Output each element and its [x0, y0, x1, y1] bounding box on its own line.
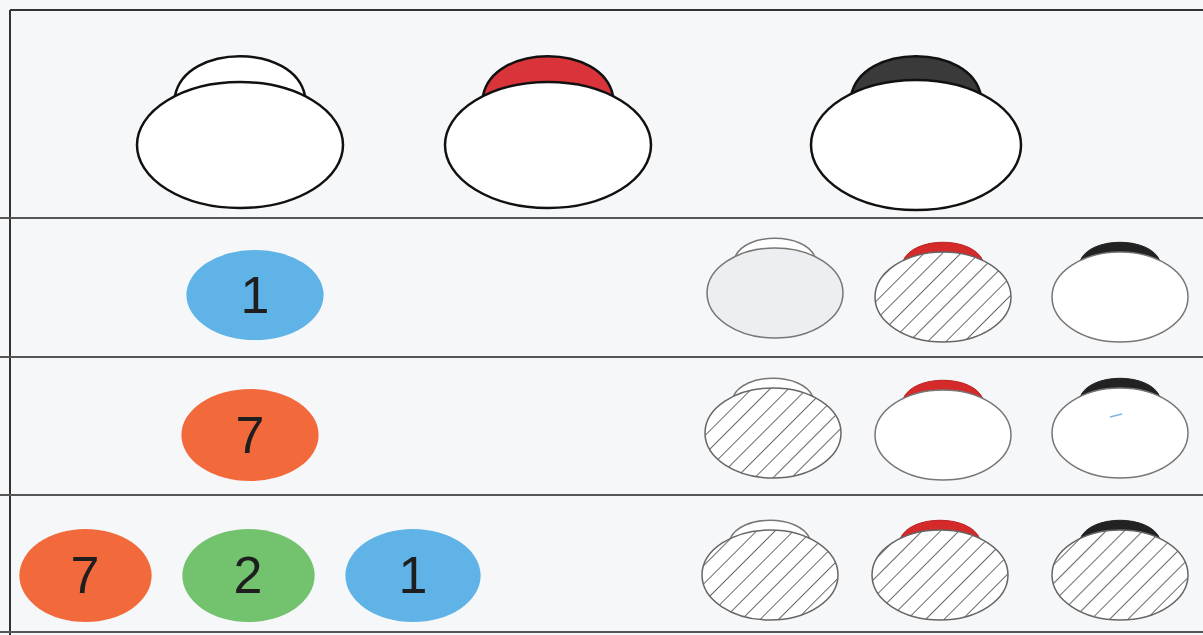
head-circle — [137, 82, 343, 208]
head-circle — [875, 390, 1011, 480]
hatched-head — [875, 252, 1011, 342]
row-line — [0, 631, 1203, 633]
ellipse-number: 7 — [71, 549, 100, 601]
head-circle — [1052, 388, 1188, 478]
hatched-head — [872, 530, 1008, 620]
head-circle — [445, 82, 651, 208]
ellipse-number: 2 — [234, 549, 263, 601]
hatched-head — [702, 530, 838, 620]
ellipse-number: 1 — [399, 549, 428, 601]
number-ellipse: 1 — [344, 528, 482, 623]
hatched-head — [705, 388, 841, 478]
ellipse-fill — [181, 389, 318, 481]
frame-line — [9, 10, 11, 635]
number-ellipse: 7 — [18, 528, 153, 623]
hatched-head — [1052, 530, 1188, 620]
ellipse-number: 1 — [241, 269, 270, 321]
row-line — [0, 356, 1203, 358]
ellipse-fill — [186, 250, 323, 340]
row-line — [0, 494, 1203, 496]
number-ellipse: 1 — [185, 249, 325, 341]
ellipse-fill — [19, 528, 151, 621]
frame-line — [10, 9, 1203, 11]
head-circle — [811, 80, 1021, 210]
ellipse-fill — [182, 528, 314, 621]
pencil-mark — [1110, 414, 1122, 417]
ellipse-fill — [345, 528, 480, 621]
number-ellipse: 7 — [180, 388, 320, 482]
row-line — [0, 217, 1203, 219]
head-circle — [707, 248, 843, 338]
ellipse-number: 7 — [236, 409, 265, 461]
number-ellipse: 2 — [181, 528, 316, 623]
head-circle — [1052, 252, 1188, 342]
